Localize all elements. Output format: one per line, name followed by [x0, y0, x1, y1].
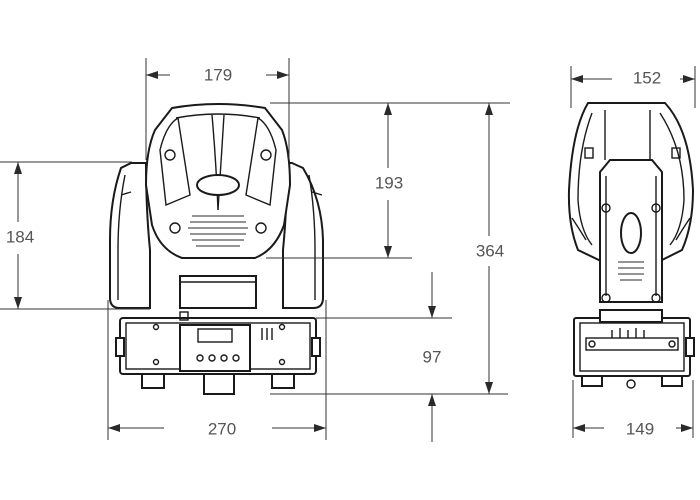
dim-arm-height: 184	[0, 161, 150, 310]
fixture-base	[115, 311, 321, 395]
dim-head-height: 193	[266, 102, 510, 259]
control-panel	[179, 324, 251, 372]
label-arm-height: 184	[6, 227, 34, 246]
label-base-width: 270	[208, 419, 236, 438]
panel-button-2	[208, 354, 216, 362]
dim-side-top-width: 152	[570, 66, 696, 108]
panel-button-4	[232, 354, 240, 362]
label-base-height: 97	[423, 347, 442, 366]
panel-button-3	[220, 354, 228, 362]
dim-base-height: 97	[270, 272, 508, 442]
side-base-slot	[585, 337, 679, 351]
dim-base-width: 270	[107, 300, 327, 440]
label-total-height: 364	[476, 241, 504, 260]
panel-button-1	[196, 354, 204, 362]
display-screen	[197, 328, 233, 343]
side-yoke-arm	[599, 159, 663, 303]
dim-side-base-width: 149	[572, 380, 694, 438]
label-head-width: 179	[204, 65, 232, 84]
dimension-lines: 179 184 193 364	[0, 58, 696, 442]
yoke-arms	[109, 162, 324, 309]
side-base	[573, 309, 695, 389]
lens-oval	[196, 174, 240, 196]
side-view	[567, 102, 695, 389]
dim-total-height: 364	[476, 103, 504, 394]
dim-head-width: 179	[145, 58, 290, 160]
head-vent-grille	[188, 215, 248, 247]
front-view	[109, 103, 324, 395]
yoke-center-block	[179, 275, 257, 309]
label-head-height: 193	[375, 173, 403, 192]
moving-head	[144, 103, 292, 259]
label-side-top-width: 152	[633, 68, 661, 87]
label-side-base-width: 149	[626, 419, 654, 438]
